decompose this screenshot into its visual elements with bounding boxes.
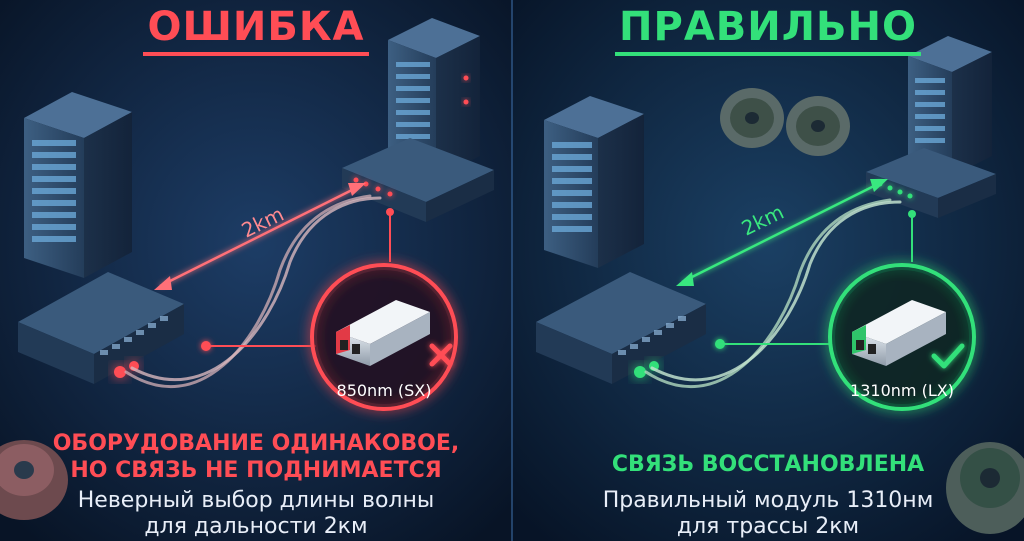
sfp-module-callout bbox=[310, 263, 458, 411]
distance-arrow bbox=[676, 179, 888, 286]
module-label-left: 850nm (SX) bbox=[337, 381, 432, 400]
left-headline-line2: НО СВЯЗЬ НЕ ПОДНИМАЕТСЯ bbox=[70, 458, 442, 483]
network-switch-icon bbox=[536, 272, 706, 384]
network-switch-icon bbox=[342, 138, 494, 222]
right-title: ПРАВИЛЬНО bbox=[512, 4, 1024, 56]
left-caption-line2: для дальности 2км bbox=[144, 514, 368, 539]
left-title: ОШИБКА bbox=[0, 4, 512, 56]
network-switch-icon bbox=[866, 148, 996, 218]
right-headline: СВЯЗЬ ВОССТАНОВЛЕНА bbox=[611, 452, 925, 477]
distance-arrow bbox=[154, 183, 366, 290]
left-headline-line1: ОБОРУДОВАНИЕ ОДИНАКОВОЕ, bbox=[52, 431, 460, 456]
server-rack-icon bbox=[24, 92, 132, 278]
cross-icon bbox=[429, 343, 453, 367]
sfp-module-callout bbox=[828, 263, 976, 411]
check-icon bbox=[931, 343, 965, 369]
fiber-cable bbox=[644, 198, 902, 388]
server-rack-icon bbox=[908, 36, 992, 176]
sfp-transceiver-icon bbox=[852, 300, 946, 366]
fiber-cable bbox=[124, 194, 382, 388]
cable-spool-icon bbox=[0, 440, 68, 520]
cable-spool-icon bbox=[946, 442, 1024, 534]
module-label-right: 1310nm (LX) bbox=[850, 381, 954, 400]
network-switch-icon bbox=[18, 272, 184, 384]
cable-spool-icon bbox=[720, 88, 784, 148]
sfp-transceiver-icon bbox=[336, 300, 430, 366]
left-caption-line1: Неверный выбор длины волны bbox=[77, 488, 435, 513]
connector-line bbox=[715, 210, 916, 349]
connector-line bbox=[201, 208, 394, 351]
right-caption-line2: для трассы 2км bbox=[676, 514, 860, 539]
right-caption-line1: Правильный модуль 1310нм bbox=[602, 488, 934, 513]
cable-spool-icon bbox=[786, 96, 850, 156]
left-title-text: ОШИБКА bbox=[143, 4, 369, 56]
server-rack-icon bbox=[544, 96, 644, 268]
right-title-text: ПРАВИЛЬНО bbox=[615, 4, 921, 56]
